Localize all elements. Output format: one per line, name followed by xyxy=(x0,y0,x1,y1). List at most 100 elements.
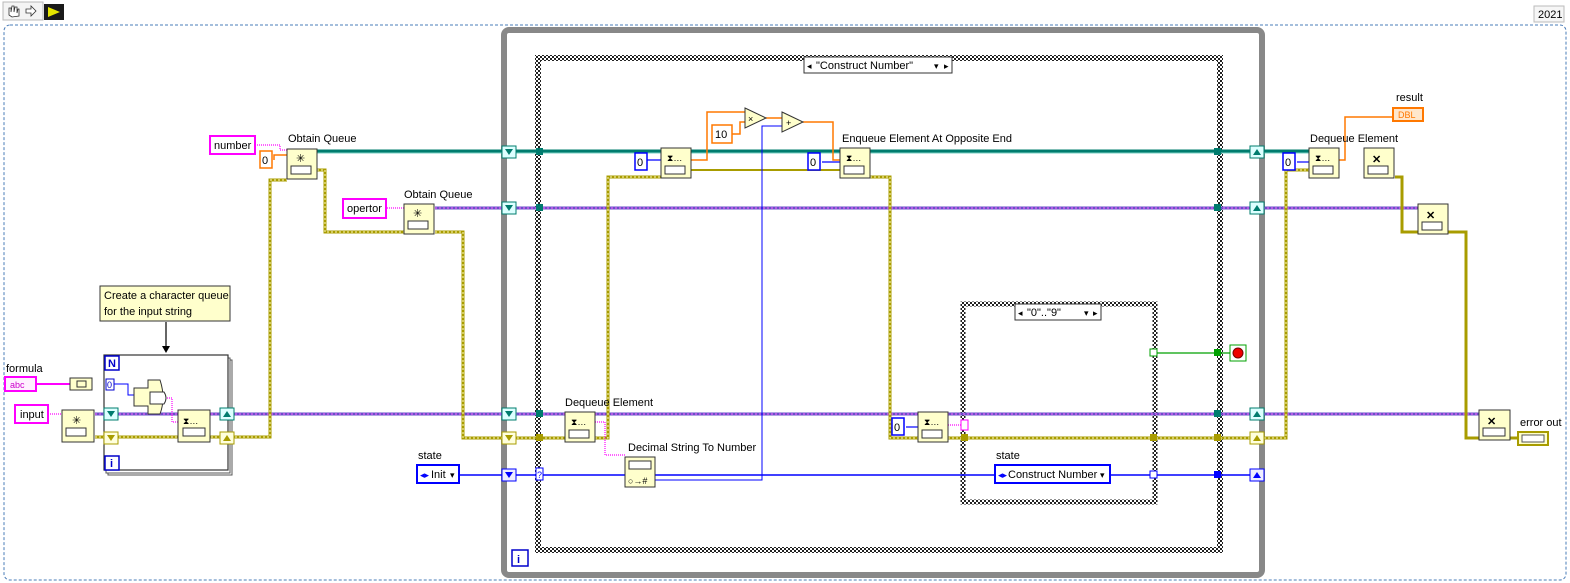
string-to-array-node[interactable] xyxy=(69,377,93,391)
ten-constant[interactable]: 10 xyxy=(711,124,733,144)
svg-text:10: 10 xyxy=(715,129,727,141)
svg-text:▾: ▾ xyxy=(1100,470,1105,480)
comment-line-2: for the input string xyxy=(104,306,192,318)
inner-state-label: state xyxy=(996,450,1020,462)
for-loop-count-terminal[interactable]: N xyxy=(108,358,116,370)
release-icon: ✕ xyxy=(1426,210,1435,222)
arrow-tool-icon[interactable] xyxy=(25,5,37,17)
enqueue-opposite-label: Enqueue Element At Opposite End xyxy=(842,133,1012,145)
error-out-indicator[interactable]: error out xyxy=(1517,417,1562,446)
formula-type: abc xyxy=(10,380,25,390)
zero-constant-preview[interactable]: 0 xyxy=(891,417,905,436)
error-out-label: error out xyxy=(1520,417,1562,429)
svg-text:Init: Init xyxy=(431,469,446,481)
while-loop[interactable]: i xyxy=(501,27,1265,578)
obtain-queue-label-operator: Obtain Queue xyxy=(404,189,473,201)
svg-text:◂: ◂ xyxy=(1018,308,1023,318)
svg-text:⧗…: ⧗… xyxy=(183,416,198,426)
stop-icon xyxy=(1232,347,1244,359)
svg-text:number: number xyxy=(214,140,252,152)
svg-text:0: 0 xyxy=(1285,157,1291,169)
wires xyxy=(36,111,1518,481)
svg-text:○→#: ○→# xyxy=(628,476,647,486)
for-loop-iteration-terminal[interactable]: i xyxy=(110,458,113,470)
state-label-outer: state xyxy=(418,450,442,462)
result-type: DBL xyxy=(1398,110,1416,120)
release-queue-node-input[interactable]: ✕ xyxy=(1478,409,1511,441)
release-icon: ✕ xyxy=(1487,416,1496,428)
array-index-node[interactable] xyxy=(133,379,167,415)
obtain-queue-node-number[interactable]: Obtain Queue ✳ xyxy=(286,133,357,180)
svg-text:▸: ▸ xyxy=(944,61,949,71)
while-iteration-terminal[interactable]: i xyxy=(517,554,520,566)
svg-text:▾: ▾ xyxy=(934,61,939,71)
svg-text:0: 0 xyxy=(107,380,112,390)
toolbar: 2021 xyxy=(2,1,1565,23)
index-zero-node: 0 xyxy=(105,378,115,391)
comment-line-1: Create a character queue xyxy=(104,290,229,302)
release-queue-node-number[interactable]: ✕ xyxy=(1363,147,1395,179)
formula-control[interactable]: formula abc xyxy=(4,363,44,392)
obtain-queue-node-operator[interactable]: Obtain Queue ✳ xyxy=(403,189,473,235)
svg-text:0: 0 xyxy=(810,157,816,169)
dequeue-element-label-input: Dequeue Element xyxy=(565,397,653,409)
operator-constant[interactable]: opertor xyxy=(342,198,387,219)
svg-text:×: × xyxy=(748,114,753,124)
dequeue-element-node-input[interactable]: Dequeue Element ⧗… xyxy=(564,397,653,443)
svg-text:◂▸: ◂▸ xyxy=(998,470,1008,480)
release-queue-node-operator[interactable]: ✕ xyxy=(1417,203,1449,235)
svg-text:⧗…: ⧗… xyxy=(667,153,682,163)
svg-text:⧗…: ⧗… xyxy=(924,417,939,427)
run-arrow-icon[interactable] xyxy=(44,4,64,20)
multiply-node[interactable]: × xyxy=(744,107,768,129)
svg-text:✳: ✳ xyxy=(296,153,305,165)
hand-tool-icon[interactable] xyxy=(8,5,20,18)
inner-case-structure[interactable]: ◂ "0".."9" ▾ ▸ xyxy=(960,301,1158,505)
zero-constant-enqueue[interactable]: 0 xyxy=(807,152,821,171)
dequeue-element-label-result: Dequeue Element xyxy=(1310,133,1398,145)
outer-case-selector[interactable]: "Construct Number" xyxy=(816,60,913,72)
svg-text:0: 0 xyxy=(637,157,643,169)
enqueue-element-node-loop[interactable]: ⧗… xyxy=(177,409,211,443)
inner-state-enum[interactable]: state ◂▸ Construct Number ▾ xyxy=(994,450,1111,484)
add-node[interactable]: + xyxy=(781,111,805,133)
svg-text:Construct Number: Construct Number xyxy=(1008,469,1098,481)
release-icon: ✕ xyxy=(1372,154,1381,166)
svg-text:⧗…: ⧗… xyxy=(846,153,861,163)
svg-text:?: ? xyxy=(537,470,542,480)
diagram-frame xyxy=(3,24,1567,581)
svg-text:▾: ▾ xyxy=(1084,308,1089,318)
enqueue-opposite-end-node[interactable]: Enqueue Element At Opposite End ⧗… xyxy=(839,133,1012,179)
svg-text:▾: ▾ xyxy=(450,470,455,480)
svg-text:⧗…: ⧗… xyxy=(571,417,586,427)
outer-case-structure[interactable]: ◂ "Construct Number" ▾ ▸ xyxy=(535,55,1223,553)
number-size-constant[interactable]: 0 xyxy=(259,150,273,169)
svg-text:+: + xyxy=(786,118,791,128)
zero-constant-result[interactable]: 0 xyxy=(1282,152,1296,171)
svg-text:0: 0 xyxy=(262,155,268,167)
input-control[interactable]: input xyxy=(14,404,49,424)
svg-text:⧗…: ⧗… xyxy=(1315,153,1330,163)
preview-queue-node[interactable]: ⧗… xyxy=(917,411,949,443)
formula-label: formula xyxy=(6,363,44,375)
dequeue-element-node-result[interactable]: Dequeue Element ⧗… xyxy=(1308,133,1398,179)
svg-text:opertor: opertor xyxy=(347,203,382,215)
state-enum-outer[interactable]: state ◂▸ Init ▾ xyxy=(416,450,460,484)
decimal-string-label: Decimal String To Number xyxy=(628,442,757,454)
inner-case-selector[interactable]: "0".."9" xyxy=(1027,307,1061,319)
obtain-queue-node-input[interactable]: ✳ xyxy=(61,409,95,443)
version-label: 2021 xyxy=(1538,9,1562,21)
svg-text:✳: ✳ xyxy=(72,415,81,427)
number-constant[interactable]: number xyxy=(209,135,256,155)
svg-text:✳: ✳ xyxy=(413,208,422,220)
decimal-string-to-number-node[interactable]: Decimal String To Number ○→# xyxy=(624,442,757,488)
svg-text:◂: ◂ xyxy=(807,61,812,71)
zero-constant-dequeue-number[interactable]: 0 xyxy=(634,152,648,171)
comment-box: Create a character queue for the input s… xyxy=(99,285,231,322)
result-indicator[interactable]: result DBL xyxy=(1392,92,1424,122)
dequeue-element-node-number-inner[interactable]: ⧗… xyxy=(660,147,692,179)
svg-text:◂▸: ◂▸ xyxy=(420,470,430,480)
input-label: input xyxy=(20,409,44,421)
stop-terminal[interactable] xyxy=(1229,344,1247,362)
